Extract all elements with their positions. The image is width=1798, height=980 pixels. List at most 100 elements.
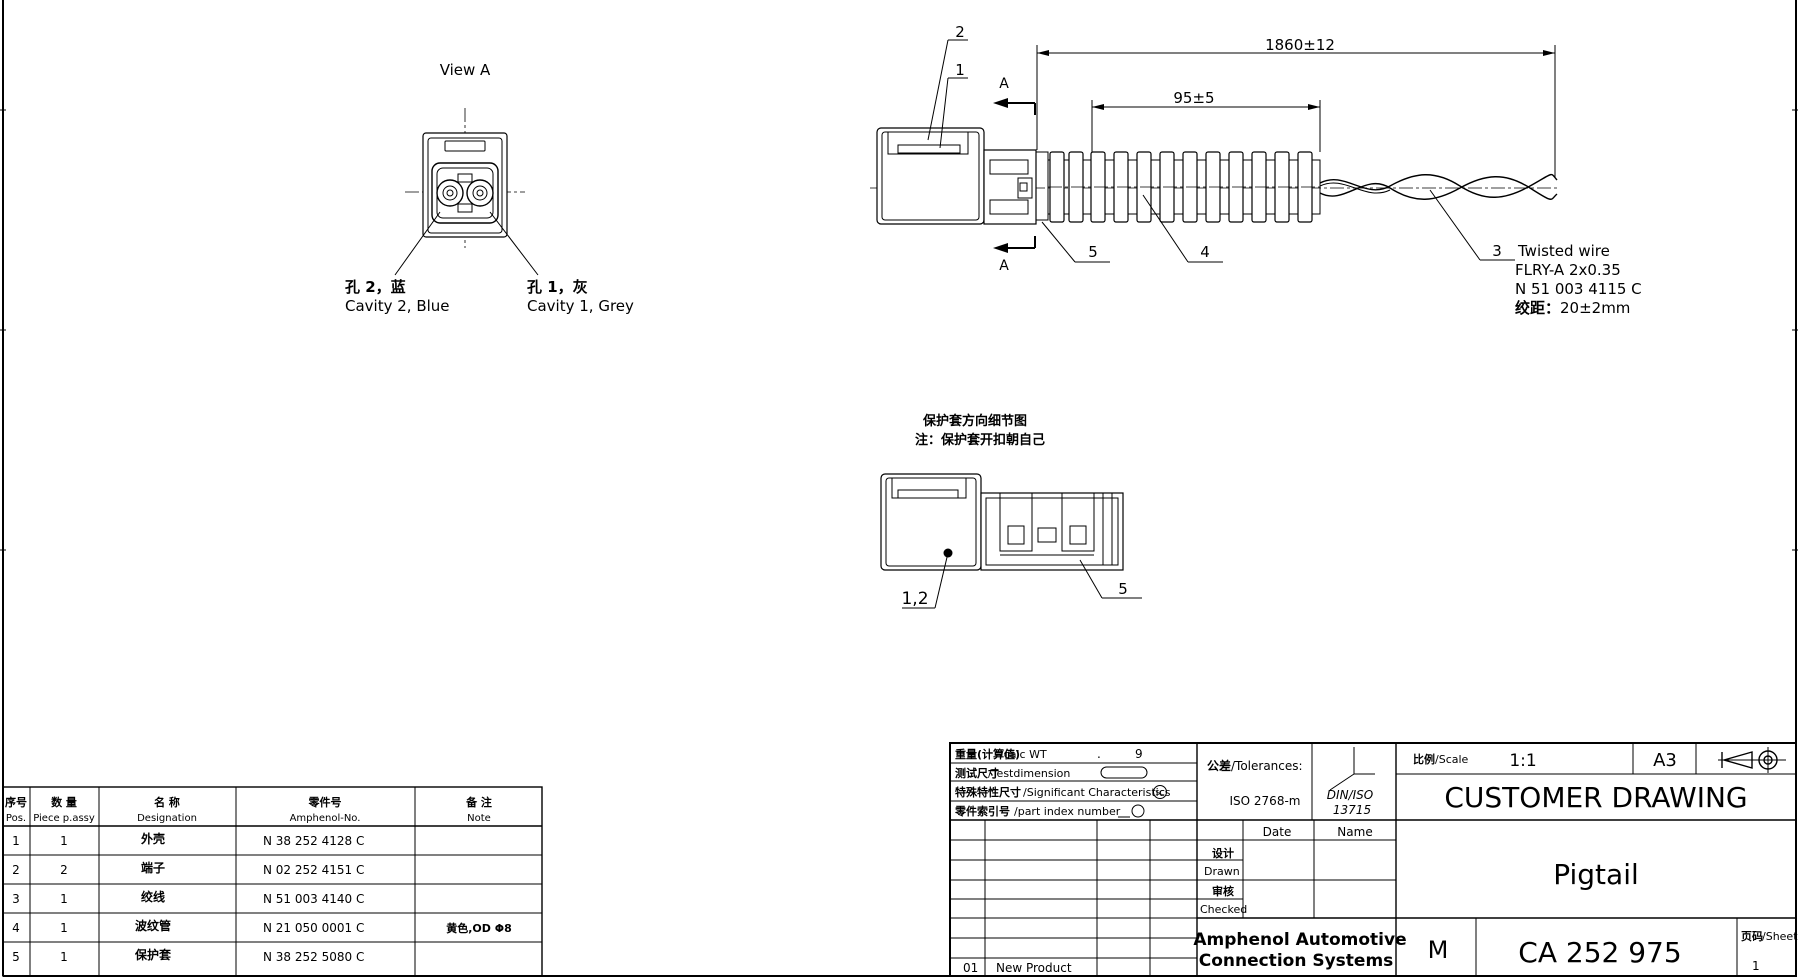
balloon-2: 2 — [955, 23, 965, 41]
sheet-value: 1 — [1752, 959, 1760, 973]
bom-cell-part: N 38 252 4128 C — [263, 834, 364, 848]
testdim-en: /Testdimension — [988, 767, 1070, 780]
bom-cell-pos: 1 — [12, 834, 20, 848]
sigchar-symbol: SC — [1155, 789, 1164, 797]
table-row: 3 1 绞线 N 51 003 4140 C — [12, 889, 364, 906]
table-row: 1 1 外壳 N 38 252 4128 C — [12, 831, 364, 848]
tolerances-en: /Tolerances: — [1231, 759, 1303, 773]
drawn-en: Drawn — [1204, 865, 1240, 878]
drawn-cn: 设计 — [1212, 846, 1234, 860]
cavity2-label-en: Cavity 2, Blue — [345, 297, 450, 315]
wire-pitch-label: 绞距： — [1515, 299, 1560, 317]
revision: M — [1428, 936, 1449, 964]
cavity2-label-cn: 孔 2，蓝 — [345, 278, 406, 296]
bom-cell-name: 保护套 — [134, 947, 172, 962]
wire-pitch-value: 20±2mm — [1560, 299, 1630, 317]
bom-cell-name: 端子 — [141, 860, 165, 875]
tolerances-cn: 公差 — [1207, 758, 1231, 773]
part-name: Pigtail — [1553, 858, 1639, 891]
scale-en: /Scale — [1435, 753, 1469, 766]
bom-header-pos-en: Pos. — [6, 813, 26, 824]
balloon-4: 4 — [1200, 243, 1210, 261]
bom-header-part-en: Amphenol-No. — [290, 813, 361, 824]
view-a-title: View A — [440, 61, 491, 79]
latch-slot — [444, 140, 486, 152]
drawing-type: CUSTOMER DRAWING — [1444, 781, 1747, 814]
bom-table: 序号 Pos. 数 量 Piece p.assy 名 称 Designation… — [2, 786, 543, 977]
bom-cell-qty: 1 — [60, 950, 68, 964]
bom-cell-pos: 2 — [12, 863, 20, 877]
dim-total: 1860±12 — [1265, 36, 1335, 54]
bom-cell-part: N 38 252 5080 C — [263, 950, 364, 964]
name-header: Name — [1337, 825, 1372, 839]
scale-value: 1:1 — [1509, 751, 1536, 771]
bom-cell-qty: 1 — [60, 892, 68, 906]
bom-cell-part: N 51 003 4140 C — [263, 892, 364, 906]
bom-header-note-cn: 备 注 — [465, 795, 492, 809]
wire-title: Twisted wire — [1517, 242, 1610, 260]
bom-cell-name: 绞线 — [141, 889, 165, 904]
view-a: View A 孔 2，蓝 Cavity 2, Blue 孔 1，灰 Cavity… — [345, 61, 634, 315]
bom-header-note-en: Note — [467, 813, 491, 824]
partindex-en: /part index number — [1014, 805, 1121, 818]
scale-cn: 比例 — [1413, 752, 1435, 766]
bom-cell-pos: 3 — [12, 892, 20, 906]
date-header: Date — [1263, 825, 1292, 839]
detail-view: 保护套方向细节图 注：保护套开扣朝自己 1,2 5 — [880, 413, 1142, 609]
bom-cell-name: 外壳 — [141, 831, 165, 846]
checked-cn: 审核 — [1212, 884, 1234, 898]
bom-cell-pos: 5 — [12, 950, 20, 964]
detail-title-2: 注：保护套开扣朝自己 — [915, 432, 1045, 448]
corrugated-tube — [1047, 151, 1321, 223]
calc-wt-cn: 重量(计算值) — [955, 747, 1020, 761]
twisted-wire — [1319, 173, 1558, 200]
table-row: 5 1 保护套 N 38 252 5080 C — [12, 947, 364, 964]
side-view: 1860±12 95±5 A A — [870, 23, 1642, 317]
partindex-cn: 零件索引号 — [954, 804, 1010, 818]
wire-part: N 51 003 4115 C — [1515, 280, 1642, 298]
bom-header-part-cn: 零件号 — [308, 795, 342, 809]
projection-symbol-icon — [1718, 747, 1786, 773]
bom-header-qty-en: Piece p.assy — [33, 813, 95, 824]
sheet-cn: 页码 — [1741, 930, 1763, 943]
dim-tube: 95±5 — [1173, 89, 1214, 107]
bom-header-qty-cn: 数 量 — [51, 795, 77, 809]
bom-cell-part: N 21 050 0001 C — [263, 921, 364, 935]
din-iso-2: 13715 — [1333, 803, 1371, 817]
cavity1-label-cn: 孔 1，灰 — [527, 278, 588, 296]
cavity1-label-en: Cavity 1, Grey — [527, 297, 634, 315]
bom-cell-qty: 1 — [60, 834, 68, 848]
section-a-top: A — [999, 76, 1009, 92]
checked-en: Checked — [1200, 903, 1247, 916]
detail-balloon-left: 1,2 — [901, 589, 928, 609]
change-text: New Product — [996, 961, 1072, 975]
change-index: 01 — [963, 961, 978, 975]
balloon-3: 3 — [1492, 242, 1502, 260]
wire-spec: FLRY-A 2x0.35 — [1515, 261, 1621, 279]
din-iso-1: DIN/ISO — [1327, 788, 1373, 802]
testdim-symbol — [1100, 766, 1148, 779]
title-block: 重量(计算值) /calc WT . 9 测试尺寸 /Testdimension… — [949, 742, 1798, 977]
bom-header-name-cn: 名 称 — [154, 795, 180, 809]
company-line-2: Connection Systems — [1199, 951, 1394, 971]
tolerances-value: ISO 2768-m — [1230, 794, 1301, 808]
balloon-5: 5 — [1088, 243, 1098, 261]
drawing-number: CA 252 975 — [1518, 936, 1681, 969]
cavity-1 — [466, 179, 494, 207]
bom-cell-note: 黄色,OD Φ8 — [446, 921, 512, 935]
sheet-en: /Sheet — [1762, 930, 1798, 943]
calc-wt-dot: . — [1097, 747, 1101, 761]
sheet-format: A3 — [1653, 750, 1677, 771]
balloon-1: 1 — [955, 61, 965, 79]
calc-wt-value: 9 — [1135, 747, 1143, 761]
bom-cell-qty: 2 — [60, 863, 68, 877]
detail-title-1: 保护套方向细节图 — [922, 413, 1027, 429]
bom-cell-part: N 02 252 4151 C — [263, 863, 364, 877]
bom-cell-qty: 1 — [60, 921, 68, 935]
connector-face-outline — [422, 132, 508, 238]
detail-cover — [980, 492, 1124, 571]
calc-wt-en: /calc WT — [1000, 748, 1047, 761]
detail-balloon-right: 5 — [1118, 580, 1128, 598]
table-row: 4 1 波纹管 N 21 050 0001 C 黄色,OD Φ8 — [12, 918, 512, 935]
